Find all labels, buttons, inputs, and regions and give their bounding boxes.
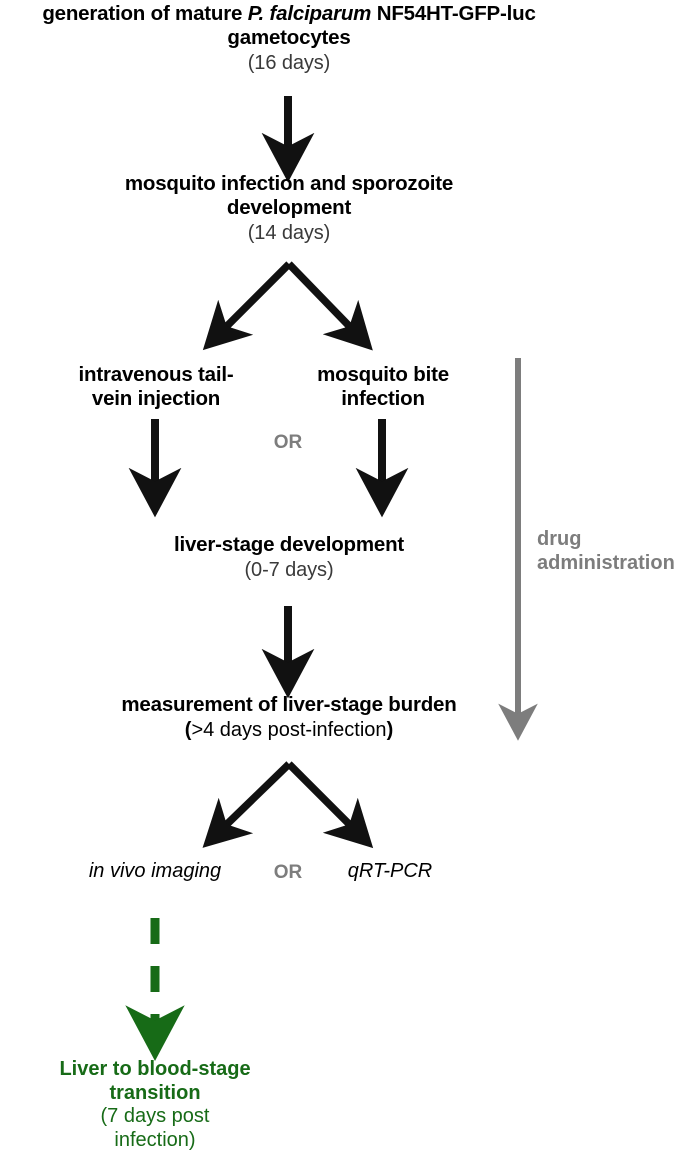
- liver-to-blood-title-line1: Liver to blood-stage: [59, 1058, 251, 1080]
- node-in-vivo-imaging: in vivo imaging: [88, 860, 222, 882]
- node-bite-title-line1: mosquito bite: [317, 363, 449, 386]
- node-qrt-pcr: qRT-PCR: [347, 860, 433, 882]
- node-liver-to-blood-transition: Liver to blood-stage transition (7 days …: [20, 1058, 290, 1152]
- node-liver-stage-title: liver-stage development: [173, 533, 405, 556]
- measurement-paren-close: ): [386, 718, 394, 741]
- node-liver-stage-duration: (0-7 days): [244, 558, 334, 581]
- gametocyte-title-part1: generation of mature: [42, 2, 248, 25]
- node-bite-title-line2: infection: [341, 386, 425, 410]
- node-mosquito-bite-infection: mosquito bite infection: [294, 363, 472, 411]
- node-gametocyte-title: generation of mature P. falciparum NF54H…: [0, 2, 578, 26]
- measurement-duration-text: >4 days post-infection: [191, 718, 387, 741]
- arrow-branch-infection-route: [202, 261, 373, 351]
- node-mosquito-title-line2: development: [226, 195, 352, 219]
- drug-admin-line1: drug: [537, 528, 582, 550]
- drug-administration-label: drug administration: [537, 528, 675, 575]
- liver-to-blood-duration-line1: (7 days post: [100, 1105, 210, 1128]
- drug-admin-line2: administration: [537, 551, 675, 574]
- node-gametocyte-title-line2: gametocytes: [227, 25, 351, 49]
- node-iv-title-line1: intravenous tail-: [78, 363, 234, 386]
- liver-to-blood-duration-line2: infection): [114, 1128, 196, 1151]
- node-measurement-liver-burden: measurement of liver-stage burden (>4 da…: [0, 693, 578, 742]
- or-label-infection-route: OR: [273, 432, 303, 453]
- gametocyte-title-part2: NF54HT-GFP-luc: [371, 2, 536, 25]
- node-iv-title-line2: vein injection: [91, 386, 221, 410]
- measurement-paren-open: (: [184, 718, 192, 741]
- liver-to-blood-title-line2: transition: [109, 1081, 201, 1104]
- or-label-readout: OR: [273, 862, 303, 883]
- node-liver-stage-development: liver-stage development (0-7 days): [0, 533, 578, 582]
- node-mosquito-title-line1: mosquito infection and sporozoite: [124, 172, 454, 195]
- node-mosquito-infection: mosquito infection and sporozoite develo…: [0, 172, 578, 245]
- arrow-branch-readouts: [202, 761, 374, 849]
- gametocyte-species-italic: P. falciparum: [247, 2, 372, 25]
- node-measurement-duration: (>4 days post-infection): [0, 719, 578, 742]
- node-mosquito-duration: (14 days): [247, 221, 331, 244]
- node-measurement-title: measurement of liver-stage burden: [121, 693, 457, 716]
- node-iv-tail-vein-injection: intravenous tail- vein injection: [36, 363, 276, 411]
- node-gametocyte-duration: (16 days): [247, 51, 331, 74]
- node-gametocyte-generation: generation of mature P. falciparum NF54H…: [0, 2, 578, 75]
